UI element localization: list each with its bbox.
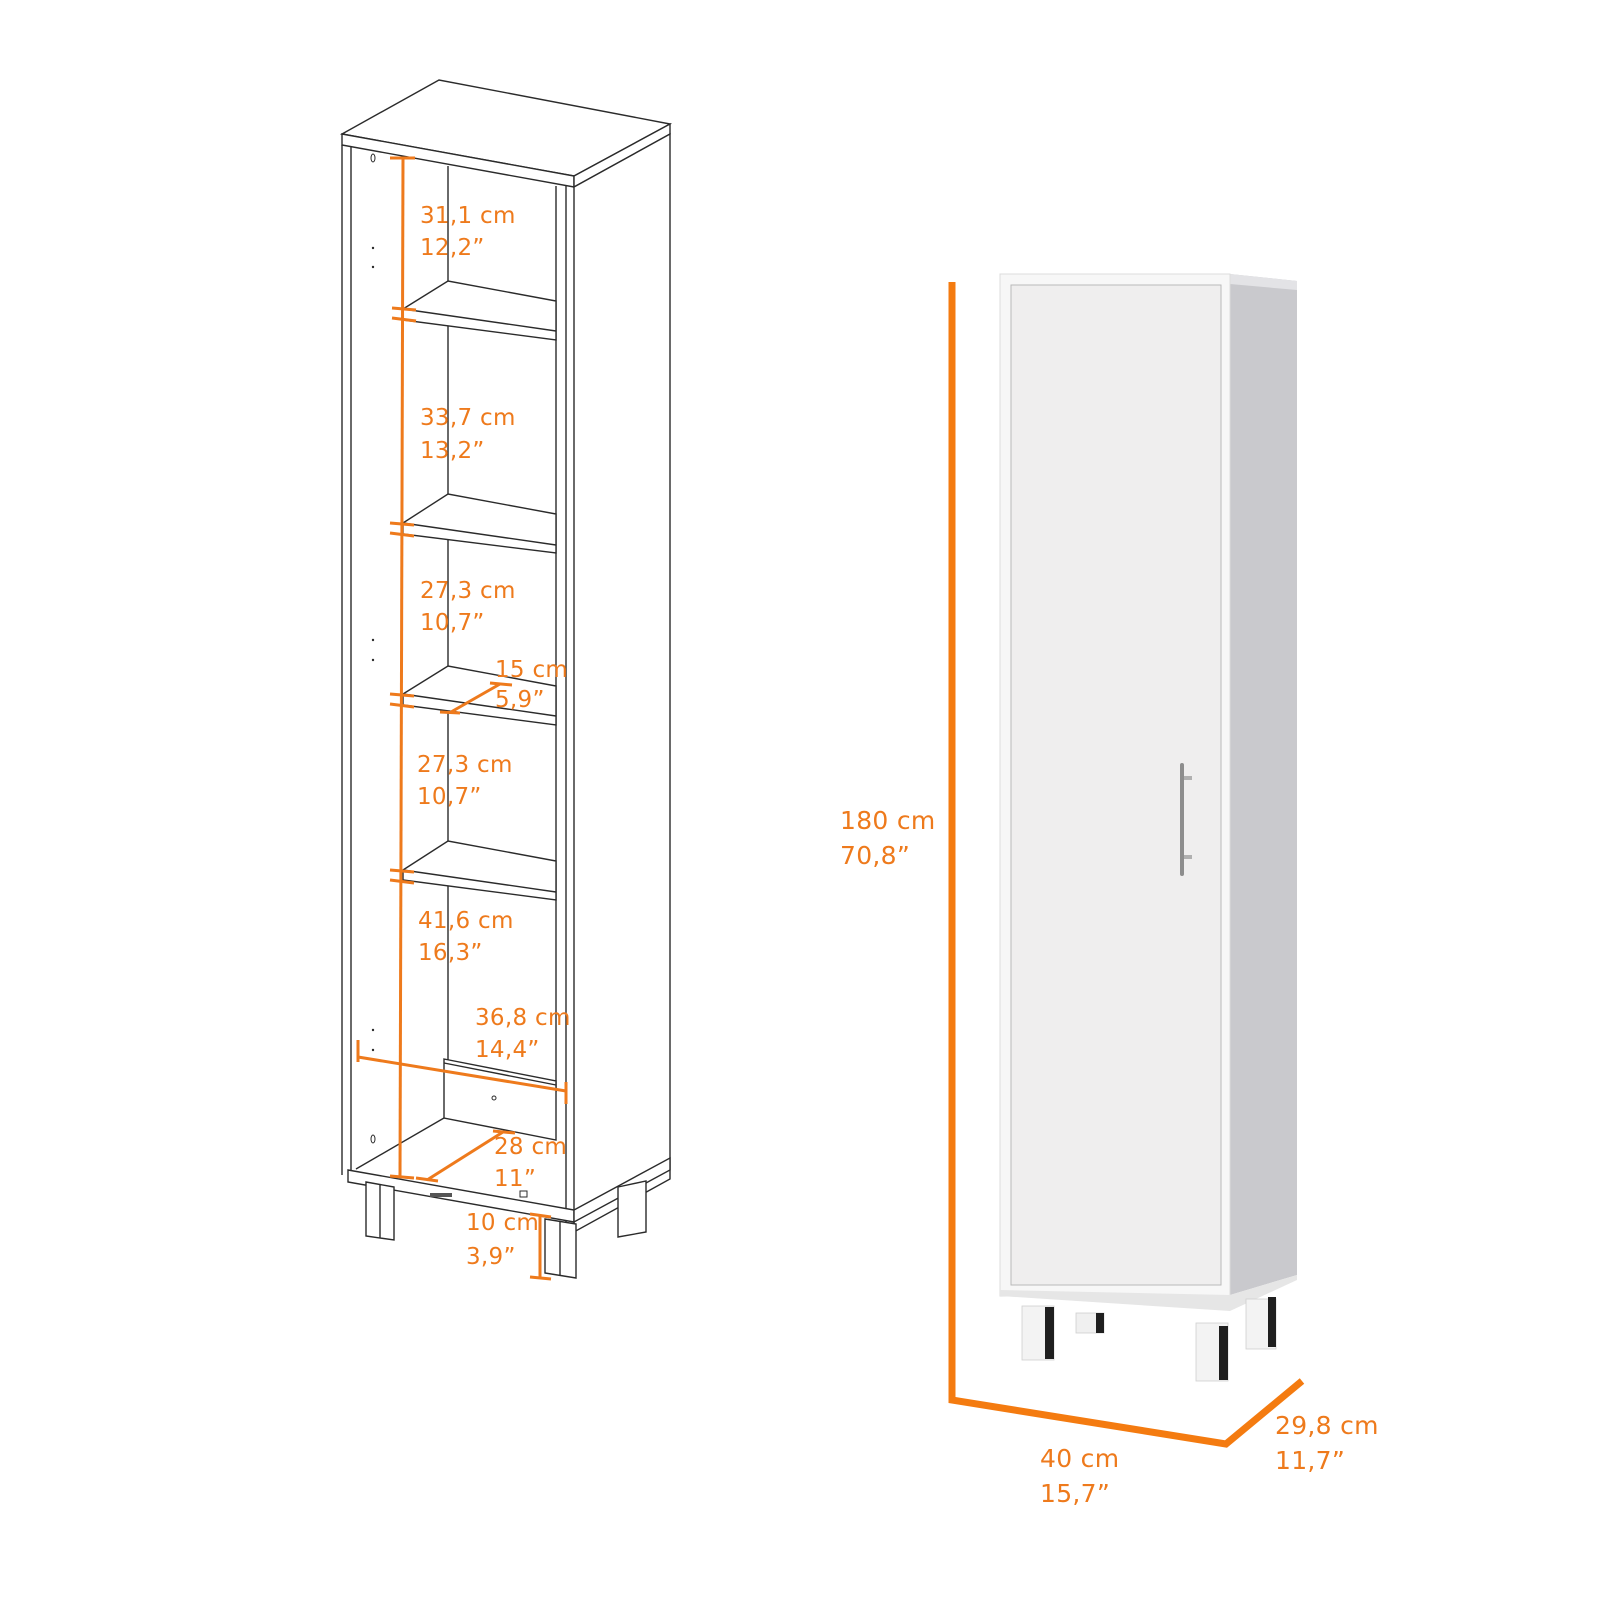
cabinet-legs [1021, 1297, 1277, 1382]
bottom-depth-cm: 28 cm [494, 1134, 567, 1160]
dimension-labels-right: 180 cm 70,8” 40 cm 15,7” 29,8 cm 11,7” [840, 806, 1379, 1508]
cabinet-door [1010, 284, 1222, 1286]
shelf-5-height-in: 16,3” [418, 940, 483, 966]
overall-height-cm: 180 cm [840, 806, 936, 835]
leg-back-right [617, 1180, 647, 1238]
shelf-3-height-in: 10,7” [420, 610, 485, 636]
shelf-1 [402, 280, 557, 341]
overall-depth-in: 11,7” [1275, 1446, 1345, 1475]
shelf-2-height-cm: 33,7 cm [420, 405, 516, 431]
shelf-depth-in: 5,9” [495, 687, 545, 713]
shelf-2-height-in: 13,2” [420, 438, 485, 464]
shelf-depth-cm: 15 cm [495, 657, 568, 683]
line-drawing-cabinet [339, 79, 673, 1279]
shelf-1-height-cm: 31,1 cm [420, 203, 516, 229]
cabinet-side-panel [1230, 274, 1297, 1295]
shelf-4 [402, 840, 557, 901]
leg-height-in: 3,9” [466, 1244, 516, 1270]
shelf-4-height-in: 10,7” [417, 784, 482, 810]
rendered-cabinet [999, 273, 1297, 1382]
dimension-labels-left: 31,1 cm 12,2” 33,7 cm 13,2” 27,3 cm 10,7… [417, 203, 571, 1270]
leg-height-cm: 10 cm [466, 1210, 539, 1236]
back-kick-panel [443, 1058, 557, 1141]
dimension-lines-left [356, 156, 568, 1281]
overall-depth-cm: 29,8 cm [1275, 1411, 1379, 1440]
overall-dimension-lines [948, 282, 1305, 1448]
shelf-3-height-cm: 27,3 cm [420, 578, 516, 604]
inner-width-cm: 36,8 cm [475, 1005, 571, 1031]
overall-height-in: 70,8” [840, 841, 910, 870]
shelf-1-height-in: 12,2” [420, 235, 485, 261]
bottom-depth-in: 11” [494, 1166, 536, 1192]
shelf-5-height-cm: 41,6 cm [418, 908, 514, 934]
shelf-2 [402, 493, 557, 554]
shelf-4-height-cm: 27,3 cm [417, 752, 513, 778]
door-handle [1180, 763, 1192, 876]
inner-width-in: 14,4” [475, 1037, 540, 1063]
side-panel [573, 132, 671, 1234]
overall-width-in: 15,7” [1040, 1479, 1110, 1508]
overall-width-cm: 40 cm [1040, 1444, 1119, 1473]
